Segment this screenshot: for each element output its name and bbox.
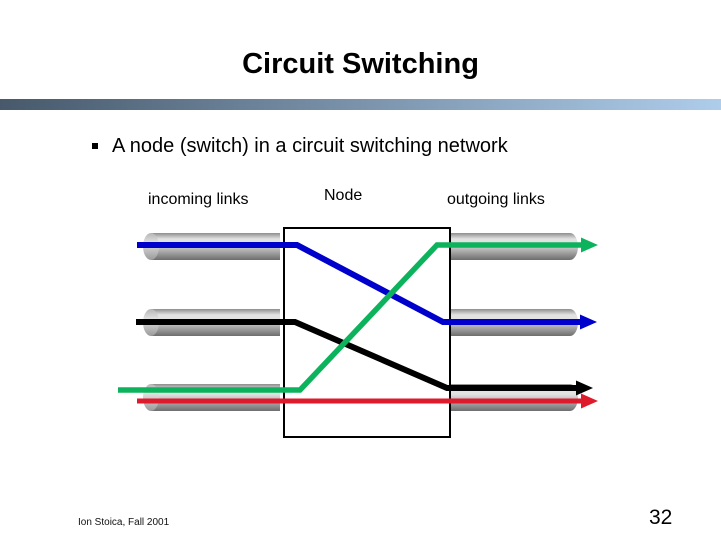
- blue-circuit: [137, 242, 581, 325]
- footer-author: Ion Stoica, Fall 2001: [78, 517, 170, 528]
- bullet-item: A node (switch) in a circuit switching n…: [92, 135, 508, 158]
- node-label: Node: [324, 187, 363, 204]
- green-circuit: [118, 242, 581, 393]
- bullet-text: A node (switch) in a circuit switching n…: [112, 135, 508, 157]
- blue-circuit-arrowhead-icon: [580, 314, 597, 330]
- node-box: [283, 227, 451, 438]
- black-circuit-arrowhead-icon: [576, 380, 593, 396]
- accent-bar: [0, 99, 721, 110]
- black-circuit: [136, 319, 577, 391]
- slide-title: Circuit Switching: [242, 48, 479, 80]
- green-circuit-arrowhead-icon: [581, 237, 598, 253]
- outgoing-links-label: outgoing links: [447, 191, 545, 208]
- bullet-square-icon: [92, 143, 98, 149]
- page-number: 32: [649, 506, 673, 529]
- red-circuit-arrowhead-icon: [581, 393, 598, 409]
- incoming-links-label: incoming links: [148, 191, 249, 208]
